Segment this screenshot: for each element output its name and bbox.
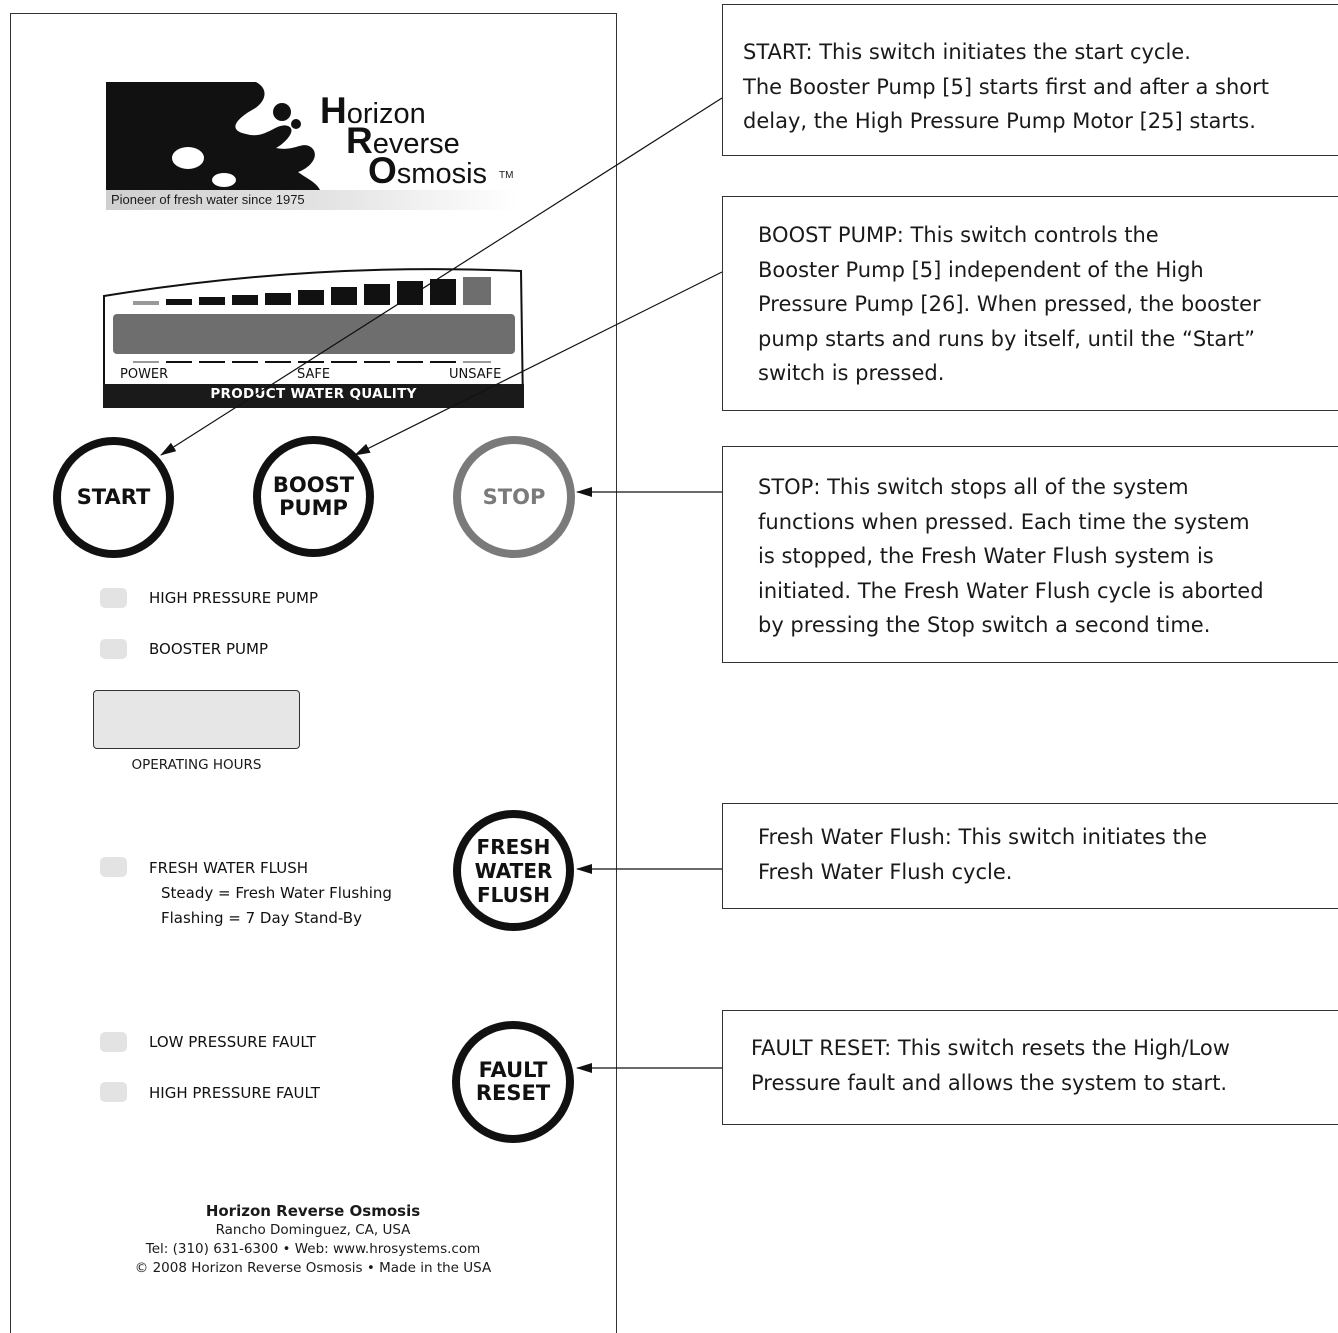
footer-copyright: © 2008 Horizon Reverse Osmosis • Made in… xyxy=(134,1260,492,1276)
low-pressure-fault-led xyxy=(100,1032,127,1052)
high-pressure-fault-led xyxy=(100,1082,127,1102)
meter-bottom-dashes xyxy=(133,361,491,363)
callout-fresh-water-flush: Fresh Water Flush: This switch initiates… xyxy=(722,803,1338,909)
callout-fault-reset: FAULT RESET: This switch resets the High… xyxy=(722,1010,1338,1125)
callout-start: START: This switch initiates the start c… xyxy=(722,4,1338,156)
logo-word-horizon: Horizon xyxy=(320,90,426,131)
meter-display xyxy=(113,314,515,354)
high-pressure-pump-label: HIGH PRESSURE PUMP xyxy=(149,589,319,607)
meter-label-unsafe: UNSAFE xyxy=(449,367,502,382)
start-button-label: START xyxy=(76,485,151,509)
water-quality-meter: POWER SAFE UNSAFE PRODUCT WATER QUALITY xyxy=(103,268,524,408)
logo-splash-graphic xyxy=(106,82,320,190)
flush-flashing-note: Flashing = 7 Day Stand-By xyxy=(161,909,362,927)
operating-hours-label: OPERATING HOURS xyxy=(131,757,262,773)
footer-company: Horizon Reverse Osmosis xyxy=(205,1202,421,1220)
logo-word-reverse: Reverse xyxy=(346,120,460,161)
operating-hours-display xyxy=(93,690,300,749)
fresh-water-flush-label: FRESH WATER FLUSH xyxy=(149,859,309,877)
logo-word-osmosis: Osmosis xyxy=(368,150,488,191)
arrow-to-start xyxy=(160,97,723,456)
high-pressure-fault-label: HIGH PRESSURE FAULT xyxy=(149,1084,320,1102)
fresh-water-flush-led xyxy=(100,857,127,877)
control-panel xyxy=(10,13,617,1333)
meter-caption-bar xyxy=(103,384,524,408)
stop-button-label: STOP xyxy=(482,484,546,509)
meter-label-power: POWER xyxy=(120,367,169,382)
meter-caption: PRODUCT WATER QUALITY xyxy=(210,386,417,402)
footer-location: Rancho Dominguez, CA, USA xyxy=(215,1222,411,1238)
trademark: TM xyxy=(499,170,514,181)
flush-steady-note: Steady = Fresh Water Flushing xyxy=(161,884,392,902)
logo-tagline: Pioneer of fresh water since 1975 xyxy=(106,190,518,210)
callout-stop: STOP: This switch stops all of the syste… xyxy=(722,446,1338,663)
booster-pump-led xyxy=(100,639,127,659)
booster-pump-label: BOOSTER PUMP xyxy=(149,640,269,658)
logo: Horizon Reverse Osmosis TM Pioneer of fr… xyxy=(106,82,518,210)
panel-footer: Horizon Reverse Osmosis Rancho Dominguez… xyxy=(100,1202,526,1278)
start-button[interactable]: START xyxy=(53,437,174,558)
meter-label-safe: SAFE xyxy=(297,367,331,382)
meter-segments xyxy=(133,277,491,305)
arrow-to-boost xyxy=(354,271,723,456)
high-pressure-pump-led xyxy=(100,588,127,608)
footer-contact: Tel: (310) 631-6300 • Web: www.hrosystem… xyxy=(145,1241,481,1257)
low-pressure-fault-label: LOW PRESSURE FAULT xyxy=(149,1033,316,1051)
stop-button[interactable]: STOP xyxy=(453,436,575,558)
